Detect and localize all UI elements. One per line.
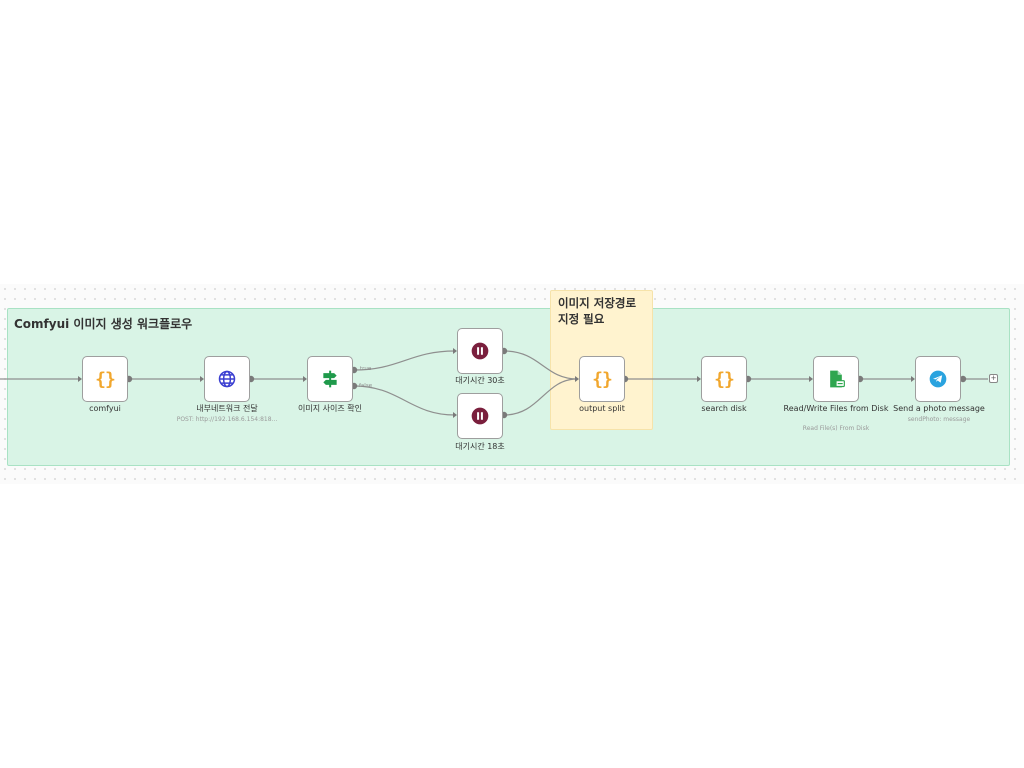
node-read-write-files-subtitle: Read File(s) From Disk [802,425,870,432]
node-image-size-check[interactable] [307,356,353,402]
node-internal-network[interactable] [204,356,250,402]
node-read-write-files[interactable] [813,356,859,402]
node-internal-network-label: 내부네트워크 전달 [196,404,258,413]
signpost-icon [320,369,340,389]
braces-icon: {} [95,368,116,390]
input-handle [200,376,204,382]
input-handle [575,376,579,382]
globe-icon [217,369,237,389]
input-handle [303,376,307,382]
pause-icon [470,341,490,361]
input-handle [911,376,915,382]
input-handle [697,376,701,382]
node-send-photo[interactable] [915,356,961,402]
node-read-write-files-label: Read/Write Files from Disk [783,404,889,413]
node-wait-30[interactable] [457,328,503,374]
node-comfyui[interactable]: {} [82,356,128,402]
node-output-split[interactable]: {} [579,356,625,402]
add-node-button[interactable]: + [989,374,998,383]
branch-label-true: true [360,366,372,372]
input-handle [809,376,813,382]
connection-switch-false-to-wait18 [353,385,456,416]
node-send-photo-label: Send a photo message [893,404,985,413]
node-comfyui-label: comfyui [89,404,121,413]
node-internal-network-subtitle: POST: http://192.168.6.154:818... [176,416,278,423]
input-handle [78,376,82,382]
connection-switch-true-to-wait30 [353,350,456,371]
sticky-note-title: Comfyui 이미지 생성 워크플로우 [14,317,193,331]
file-icon [826,369,846,389]
braces-icon: {} [714,368,735,390]
braces-icon: {} [592,368,613,390]
pause-icon [470,406,490,426]
output-handle [959,375,967,383]
input-handle [453,412,457,418]
node-search-disk[interactable]: {} [701,356,747,402]
branch-label-false: false [359,383,373,389]
connection-wait30-to-output [503,350,578,380]
node-image-size-check-label: 이미지 사이즈 확인 [298,404,362,413]
node-send-photo-subtitle: sendPhoto: message [907,416,971,423]
telegram-icon [928,369,948,389]
input-handle [453,348,457,354]
node-search-disk-label: search disk [701,404,747,413]
sticky-note-text: 이미지 저장경로 지정 필요 [558,296,637,326]
node-wait-18[interactable] [457,393,503,439]
node-wait-18-label: 대기시간 18초 [455,442,505,451]
node-wait-30-label: 대기시간 30초 [455,376,505,385]
node-output-split-label: output split [579,404,625,413]
connection-wait18-to-output [503,378,578,416]
